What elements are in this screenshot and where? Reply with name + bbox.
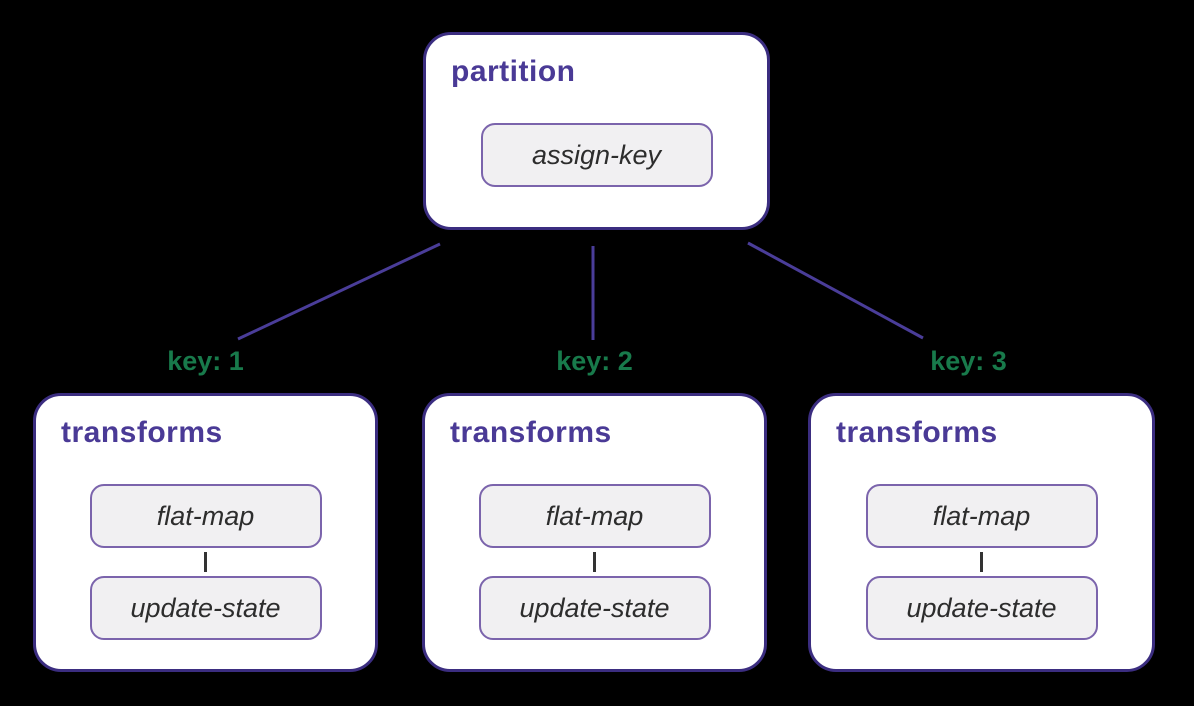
node-flat-map: flat-map — [478, 484, 711, 548]
transforms-box-3: transforms flat-map update-state — [808, 393, 1155, 672]
key-label-1: key: 1 — [167, 346, 244, 376]
node-assign-key: assign-key — [480, 123, 713, 187]
partition-steps: assign-key — [480, 123, 713, 187]
edge-partition-key3 — [747, 241, 924, 340]
partition-box: partition assign-key — [423, 32, 770, 230]
node-update-state: update-state — [865, 576, 1098, 640]
key-label-2: key: 2 — [556, 346, 633, 376]
node-update-state: update-state — [478, 576, 711, 640]
transforms-box-1: transforms flat-map update-state — [33, 393, 378, 672]
key-label-3: key: 3 — [930, 346, 1007, 376]
edge-partition-key1 — [237, 242, 441, 341]
edge-flatmap-updatestate — [593, 552, 596, 572]
node-flat-map: flat-map — [89, 484, 322, 548]
transforms-title: transforms — [61, 416, 223, 449]
transforms-steps: flat-map update-state — [89, 484, 322, 640]
node-flat-map: flat-map — [865, 484, 1098, 548]
node-update-state: update-state — [89, 576, 322, 640]
partition-title: partition — [451, 55, 576, 88]
edge-flatmap-updatestate — [980, 552, 983, 572]
transforms-steps: flat-map update-state — [478, 484, 711, 640]
transforms-steps: flat-map update-state — [865, 484, 1098, 640]
transforms-title: transforms — [450, 416, 612, 449]
transforms-title: transforms — [836, 416, 998, 449]
transforms-box-2: transforms flat-map update-state — [422, 393, 767, 672]
edge-flatmap-updatestate — [204, 552, 207, 572]
